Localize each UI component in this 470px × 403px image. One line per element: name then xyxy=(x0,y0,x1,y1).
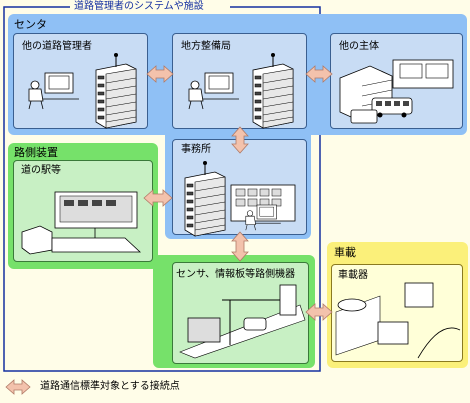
sensor-label: センサ、情報板等路側機器 xyxy=(176,269,296,280)
other-road-admin-label: 他の道路管理者 xyxy=(22,41,92,52)
system-frame-border xyxy=(3,6,321,372)
arrow-office-sensor xyxy=(231,231,249,262)
other-entity-label: 他の主体 xyxy=(339,41,379,52)
office-label: 事務所 xyxy=(181,144,211,155)
arrow-bureau-entity xyxy=(305,65,333,83)
roadside-title: 路側装置 xyxy=(14,146,58,159)
legend-text: 道路通信標準対象とする接続点 xyxy=(40,381,180,392)
center-title: センタ xyxy=(14,18,47,31)
vehicle-title: 車載 xyxy=(334,246,356,259)
arrow-admin-bureau xyxy=(146,65,174,83)
arrow-bureau-office xyxy=(231,126,249,154)
regional-bureau-label: 地方整備局 xyxy=(181,41,231,52)
arrow-station-office xyxy=(143,189,173,207)
onboard-label: 車載器 xyxy=(338,270,368,281)
station-label: 道の駅等 xyxy=(21,165,61,176)
frame-title: 道路管理者のシステムや施設 xyxy=(72,1,206,12)
legend-arrow-icon xyxy=(5,379,31,395)
arrow-sensor-onboard xyxy=(305,303,333,321)
